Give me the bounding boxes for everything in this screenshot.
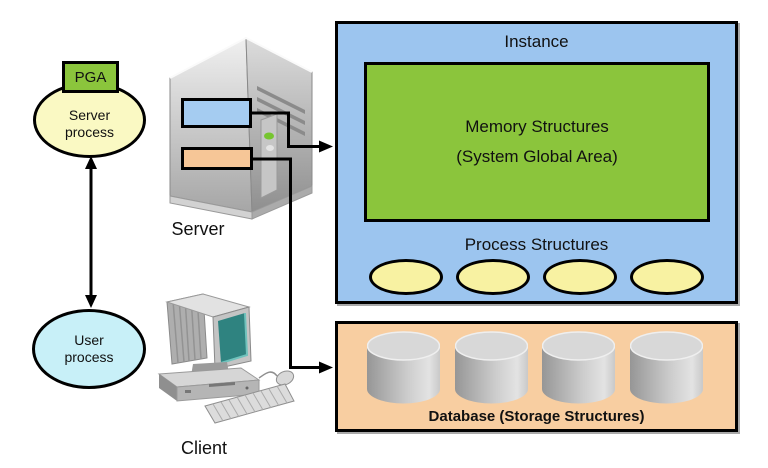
server-caption: Server [171,219,225,239]
process-ellipse [630,259,704,295]
user-process-label-line1: User [74,332,104,348]
cylinder-row [366,331,704,405]
process-ellipse [456,259,530,295]
memory-structures-line2: (System Global Area) [456,147,618,166]
instance-title: Instance [504,32,569,51]
datafile-cylinder-icon [542,331,616,405]
client-computer-icon [157,293,295,424]
process-ellipse-row [369,259,704,295]
database-label: Database (Storage Structures) [428,408,645,425]
pga-box: PGA [62,61,119,93]
user-server-double-arrow [85,156,97,308]
memory-structures-line1: Memory Structures [465,117,609,136]
pga-label: PGA [74,68,107,86]
memory-structures-box: Memory Structures (System Global Area) [364,62,710,222]
datafile-cylinder-icon [366,331,441,405]
instance-box: Instance Memory Structures (System Globa… [335,21,738,304]
server-pga-slot [181,147,253,170]
user-process-ellipse: User process [32,309,146,389]
server-process-ellipse: Server process [33,82,146,158]
server-process-label-line2: process [64,124,115,140]
process-structures-label: Process Structures [464,235,609,254]
process-ellipse [369,259,443,295]
server-sga-slot [181,98,252,128]
client-caption: Client [180,438,228,458]
user-process-label-line2: process [64,349,114,365]
database-box: Database (Storage Structures) [335,321,738,432]
datafile-cylinder-icon [454,331,528,405]
datafile-cylinder-icon [629,331,704,405]
server-process-label-line1: Server [68,107,111,123]
process-ellipse [543,259,617,295]
